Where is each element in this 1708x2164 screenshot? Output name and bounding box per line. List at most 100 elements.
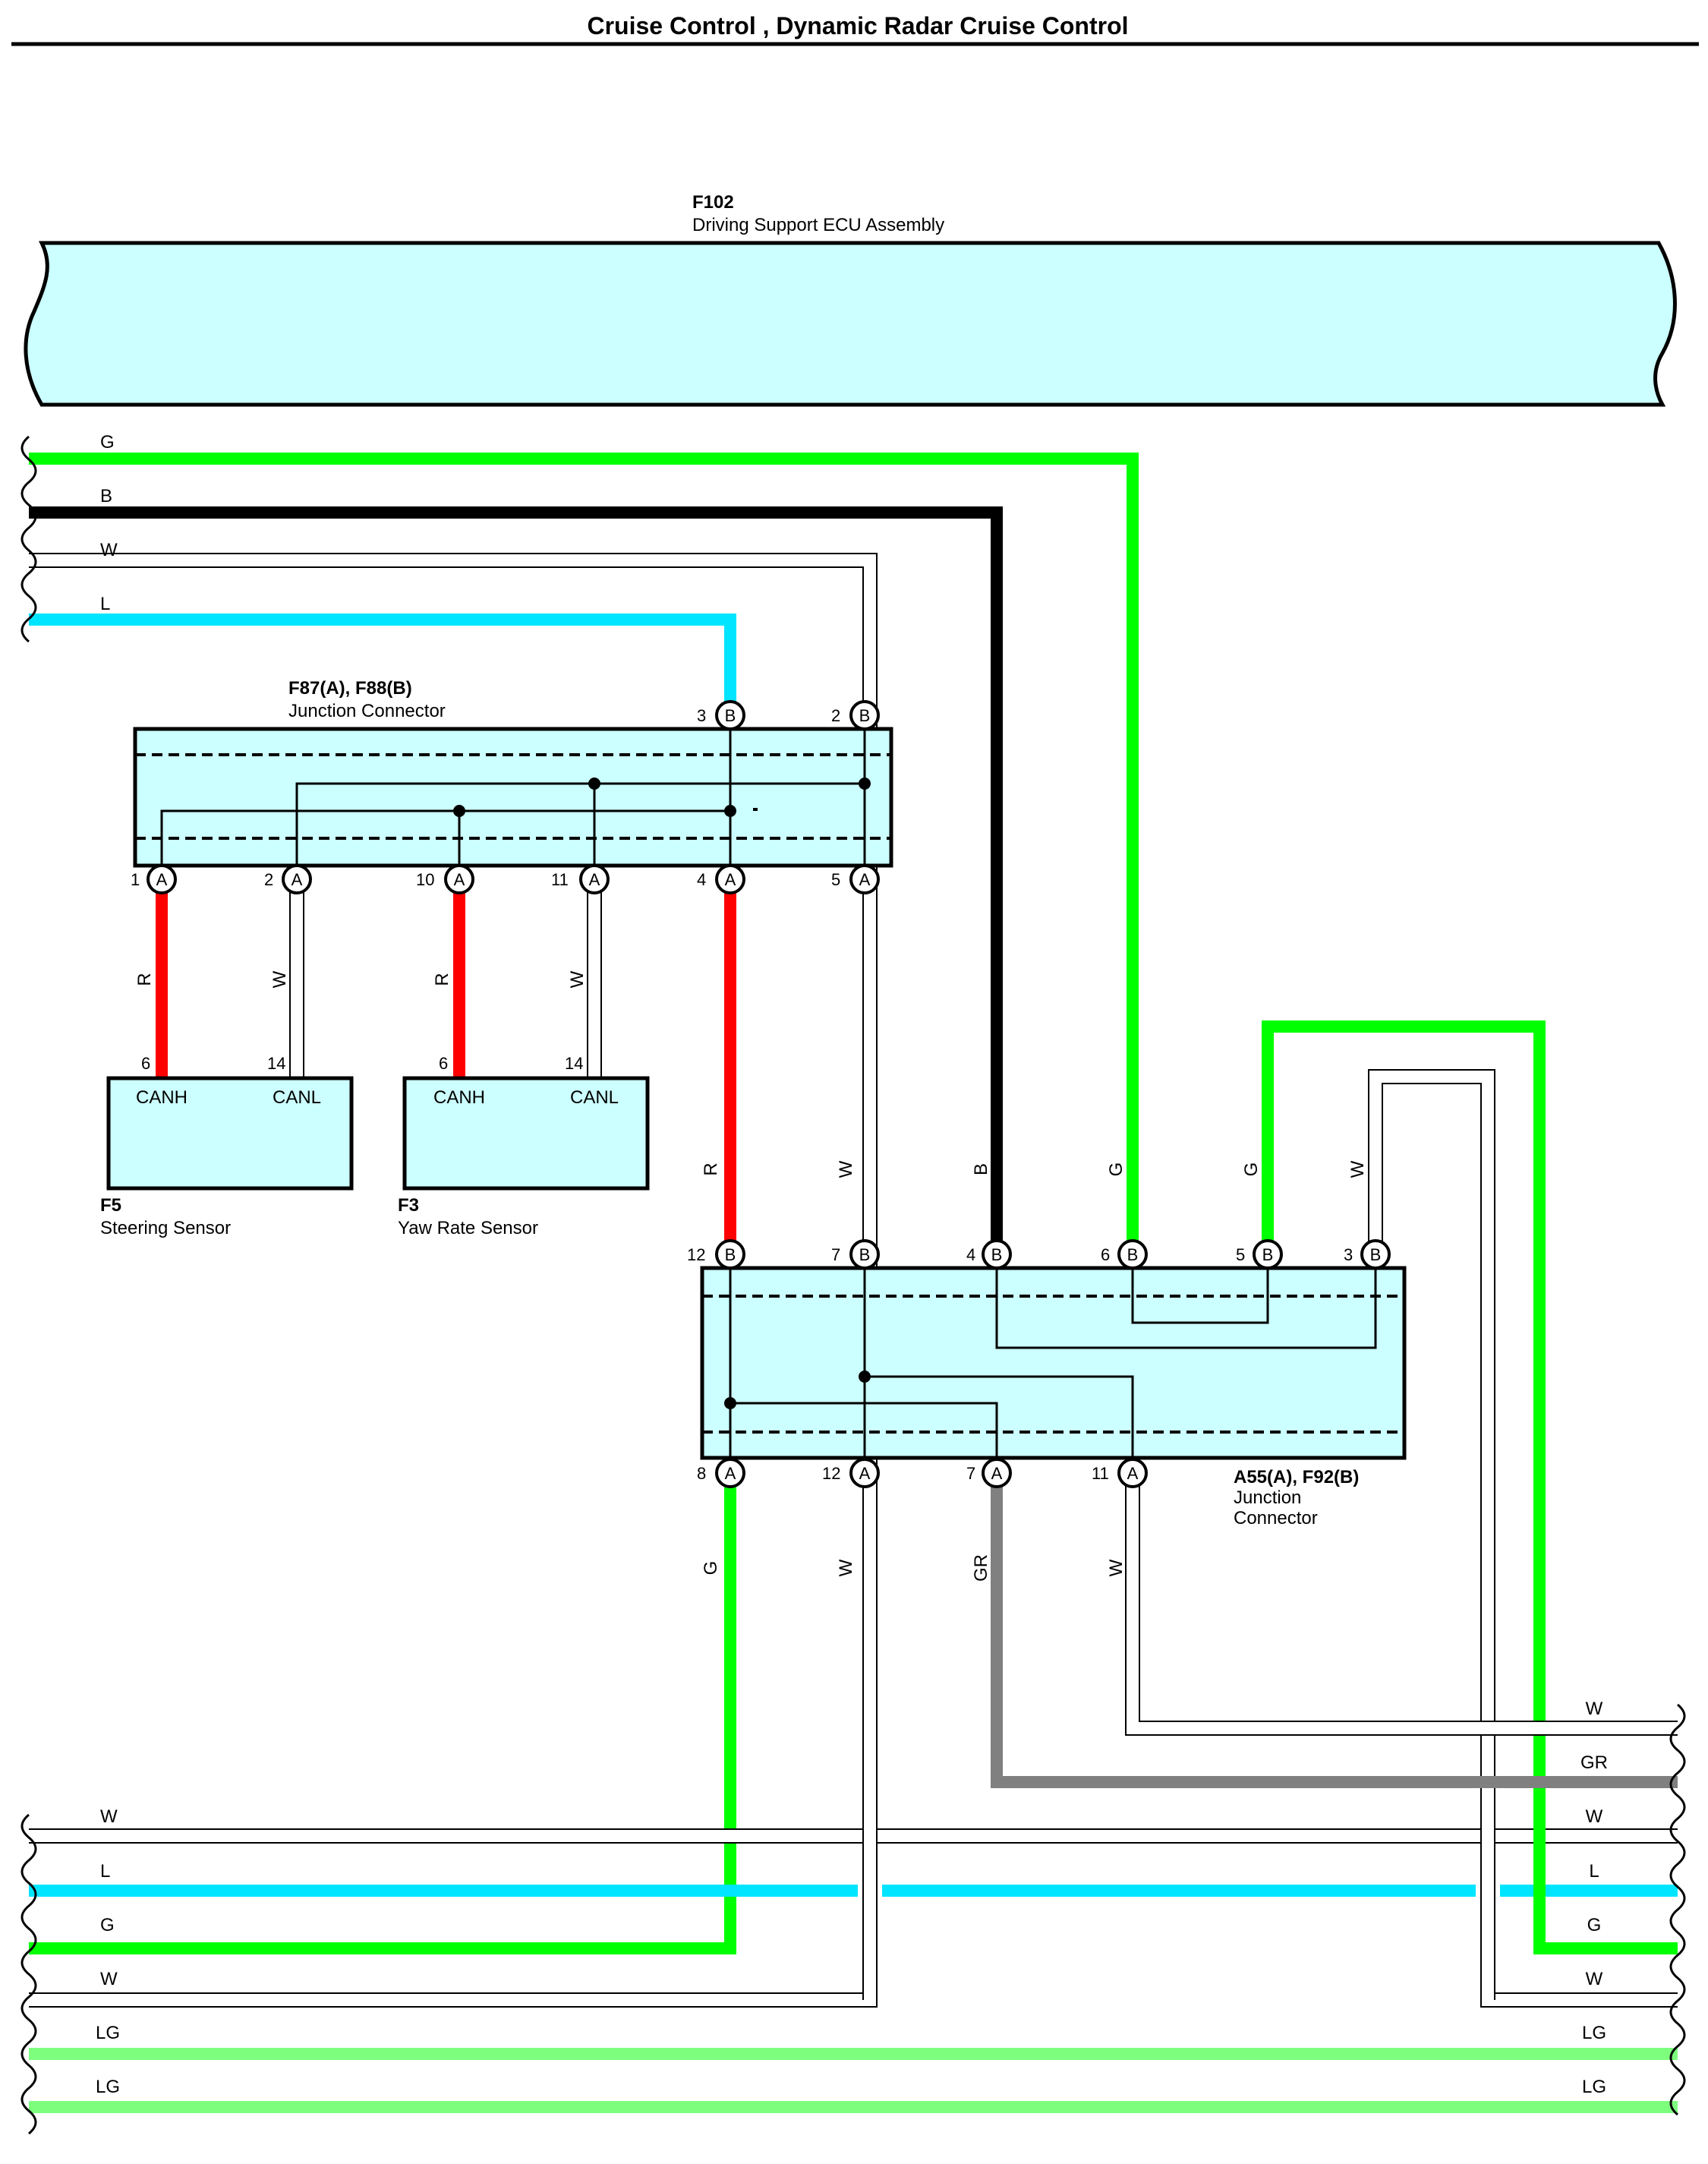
jc2-name-line1: Junction bbox=[1234, 1487, 1301, 1508]
pin-letter: A bbox=[589, 870, 600, 889]
wire-label: W bbox=[1586, 1699, 1603, 1719]
pin-number: 6 bbox=[1101, 1245, 1110, 1264]
pin-letter: B bbox=[859, 1245, 871, 1264]
connector-pin bbox=[849, 1458, 880, 1488]
wire-label: W bbox=[100, 1969, 118, 1989]
pin-number: 11 bbox=[551, 870, 569, 889]
connector-pin bbox=[715, 1239, 745, 1270]
wire-b-top bbox=[29, 506, 1003, 1249]
wire-tag: R bbox=[134, 973, 155, 986]
wire-label: L bbox=[100, 1861, 110, 1882]
steering-canh-label: CANH bbox=[136, 1087, 188, 1108]
pin-letter: A bbox=[156, 870, 168, 889]
steering-sensor-box bbox=[106, 1076, 354, 1191]
pin-number: 3 bbox=[1344, 1245, 1353, 1264]
wire-label: L bbox=[100, 594, 110, 614]
wire-tag: W bbox=[269, 970, 290, 988]
pin-letter: A bbox=[291, 870, 303, 889]
pin-number: 6 bbox=[439, 1054, 448, 1073]
connector-pin bbox=[715, 864, 745, 894]
pin-letter: A bbox=[725, 1464, 736, 1483]
pin-number: 5 bbox=[1236, 1245, 1245, 1264]
pin-letter: A bbox=[725, 870, 736, 889]
wire-label: B bbox=[100, 486, 112, 506]
pin-number: 7 bbox=[966, 1464, 975, 1483]
pin-number: 10 bbox=[416, 870, 434, 889]
wire-tag: G bbox=[1241, 1162, 1262, 1177]
ecu-assembly-box bbox=[24, 241, 1677, 407]
jc2-name-line2: Connector bbox=[1234, 1508, 1318, 1528]
yaw-canh-label: CANH bbox=[433, 1087, 485, 1108]
jc1-top-pins: B 3 B 2 bbox=[697, 700, 880, 730]
pin-number: 6 bbox=[141, 1054, 150, 1073]
wire-g-right bbox=[1262, 1020, 1678, 1954]
pin-number: 12 bbox=[822, 1464, 840, 1483]
connector-pin bbox=[715, 1458, 745, 1488]
pin-letter: B bbox=[725, 706, 736, 725]
connector-pin bbox=[715, 700, 745, 730]
wire-label: L bbox=[1589, 1861, 1599, 1882]
pin-letter: B bbox=[725, 1245, 736, 1264]
wire-tag: W bbox=[836, 1559, 856, 1576]
pin-number: 8 bbox=[697, 1464, 706, 1483]
jc1-box bbox=[133, 727, 893, 868]
connector-pin bbox=[849, 864, 880, 894]
yaw-rate-sensor-code: F3 bbox=[398, 1195, 419, 1216]
pin-number: 5 bbox=[831, 870, 840, 889]
pin-letter: A bbox=[991, 1464, 1003, 1483]
yaw-canl-label: CANL bbox=[570, 1087, 619, 1108]
wire-label: W bbox=[1586, 1969, 1603, 1989]
pin-number: 1 bbox=[131, 870, 140, 889]
diagram-title: Cruise Control , Dynamic Radar Cruise Co… bbox=[587, 12, 1128, 39]
jc1-junction-dots bbox=[453, 778, 871, 817]
jc1-name: Junction Connector bbox=[288, 701, 446, 721]
pin-letter: A bbox=[859, 870, 871, 889]
wire-label: LG bbox=[96, 2023, 120, 2043]
wire-label: LG bbox=[1582, 2023, 1606, 2043]
connector-pin bbox=[982, 1239, 1012, 1270]
pin-number: 14 bbox=[267, 1054, 285, 1073]
wire-label: G bbox=[100, 432, 115, 453]
connector-pin bbox=[1360, 1239, 1391, 1270]
wire-label: LG bbox=[96, 2077, 120, 2097]
steering-sensor-code: F5 bbox=[100, 1195, 121, 1216]
pin-letter: B bbox=[991, 1245, 1003, 1264]
wire-tag: GR bbox=[971, 1554, 991, 1582]
wire-label: W bbox=[1586, 1806, 1603, 1827]
wire-gr-bottom bbox=[991, 1473, 1678, 1788]
jc2-top-pins: B 12 B 7 B 4 B 6 B 5 B 3 bbox=[687, 1239, 1391, 1270]
wire-tag: B bbox=[971, 1163, 991, 1175]
jc2-code: A55(A), F92(B) bbox=[1234, 1467, 1359, 1487]
wire-label: GR bbox=[1580, 1752, 1608, 1773]
pin-number: 14 bbox=[565, 1054, 583, 1073]
connector-pin bbox=[579, 864, 610, 894]
pin-number: 11 bbox=[1092, 1464, 1109, 1483]
connector-pin bbox=[1117, 1239, 1148, 1270]
pin-letter: B bbox=[1262, 1245, 1274, 1264]
pin-letter: B bbox=[859, 706, 871, 725]
wire-label: G bbox=[1587, 1915, 1602, 1935]
connector-pin bbox=[147, 864, 177, 894]
wire-label: LG bbox=[1582, 2077, 1606, 2097]
jc2-junction-dots bbox=[724, 1371, 871, 1409]
wire-tag: W bbox=[836, 1160, 856, 1178]
connector-pin bbox=[444, 864, 474, 894]
pin-number: 4 bbox=[966, 1245, 975, 1264]
ecu-name: Driving Support ECU Assembly bbox=[692, 215, 944, 235]
wire-label: W bbox=[100, 540, 118, 560]
yaw-rate-sensor-box bbox=[402, 1076, 650, 1191]
connector-pin bbox=[982, 1458, 1012, 1488]
pin-number: 4 bbox=[697, 870, 706, 889]
connector-pin bbox=[1117, 1458, 1148, 1488]
pin-letter: A bbox=[454, 870, 465, 889]
connector-pin bbox=[282, 864, 312, 894]
ecu-code: F102 bbox=[692, 192, 734, 213]
connector-pin bbox=[849, 1239, 880, 1270]
steering-sensor-name: Steering Sensor bbox=[100, 1218, 231, 1238]
wire-tag: R bbox=[701, 1162, 721, 1175]
jc1-code: F87(A), F88(B) bbox=[288, 678, 412, 699]
wire-g-top bbox=[29, 453, 1139, 1249]
wire-label: W bbox=[100, 1806, 118, 1827]
pin-number: 2 bbox=[831, 706, 840, 725]
